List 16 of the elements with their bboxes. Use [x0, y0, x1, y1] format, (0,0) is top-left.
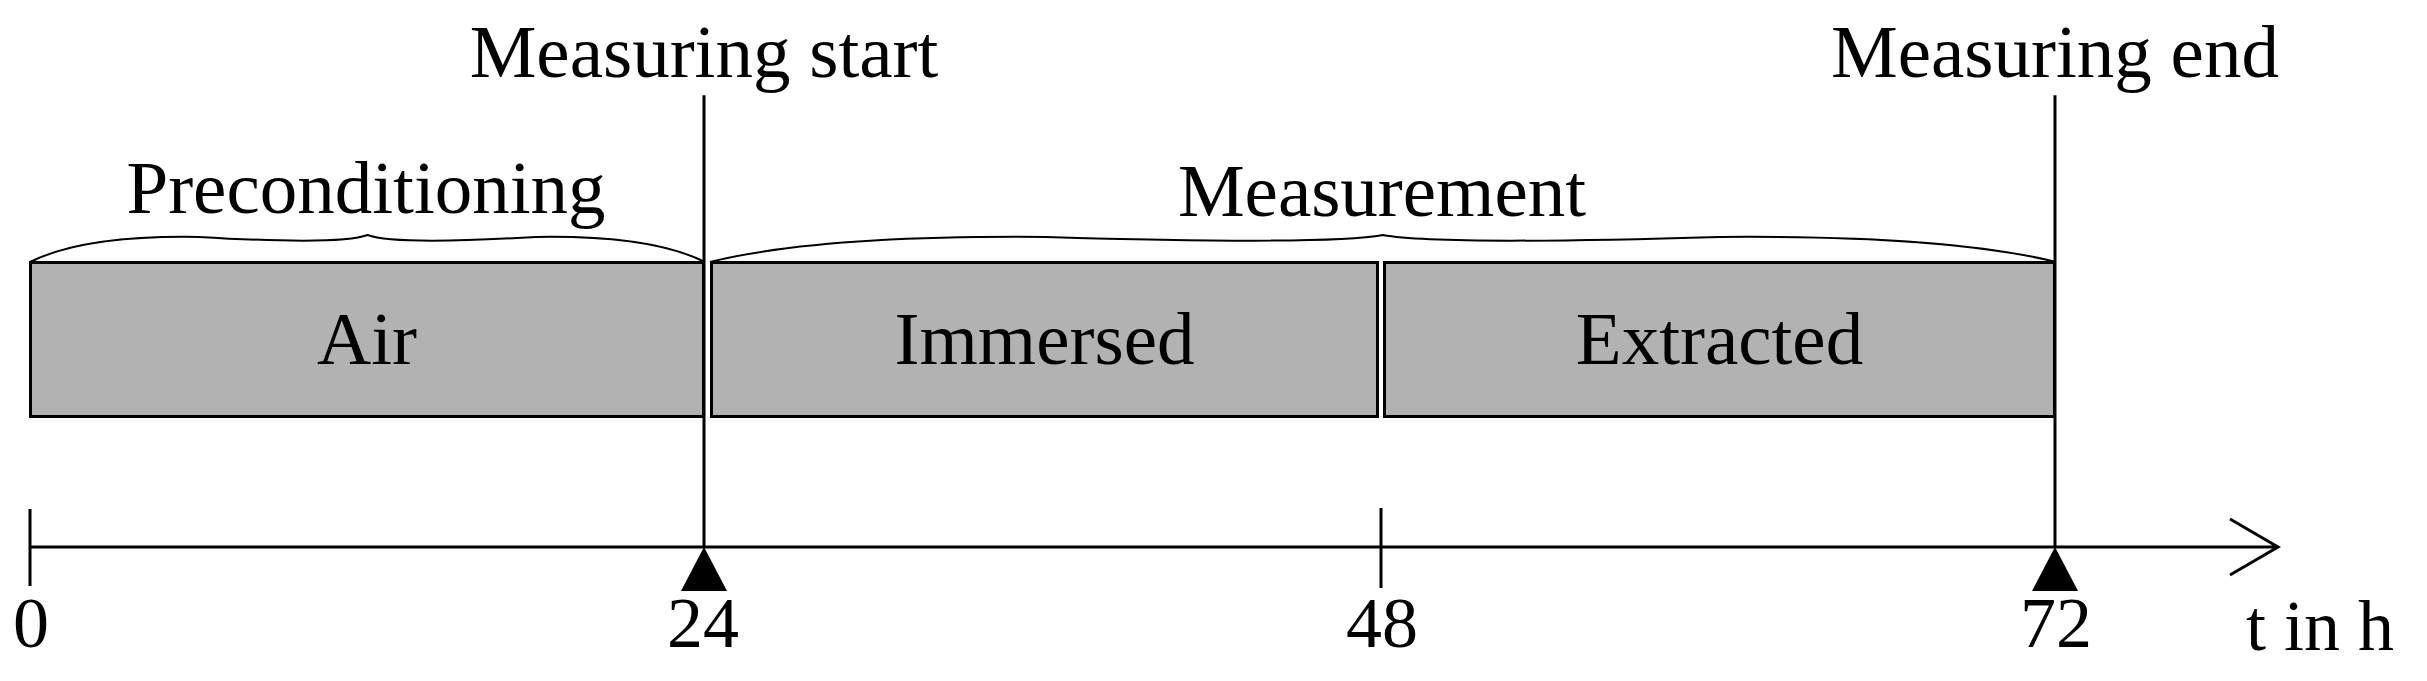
tick-label: 72	[2020, 593, 2092, 655]
tick-label: 0	[13, 593, 49, 655]
axis-title: t in h	[2246, 596, 2394, 658]
milestone-label: Measuring start	[469, 9, 939, 96]
phase-group-label: Measurement	[1177, 148, 1587, 234]
triangle-marker-icon	[681, 547, 727, 591]
tick-label: 24	[667, 593, 739, 655]
milestone-label: Measuring end	[1831, 9, 2279, 96]
marker-line	[2053, 95, 2057, 547]
phase-box: Immersed	[710, 261, 1379, 418]
phase-box: Extracted	[1383, 261, 2056, 418]
triangle-marker-icon	[2032, 547, 2078, 591]
tick-label: 48	[1346, 593, 1418, 655]
phase-box: Air	[29, 261, 705, 418]
marker-line	[702, 95, 706, 547]
phase-group-label: Preconditioning	[126, 145, 606, 231]
